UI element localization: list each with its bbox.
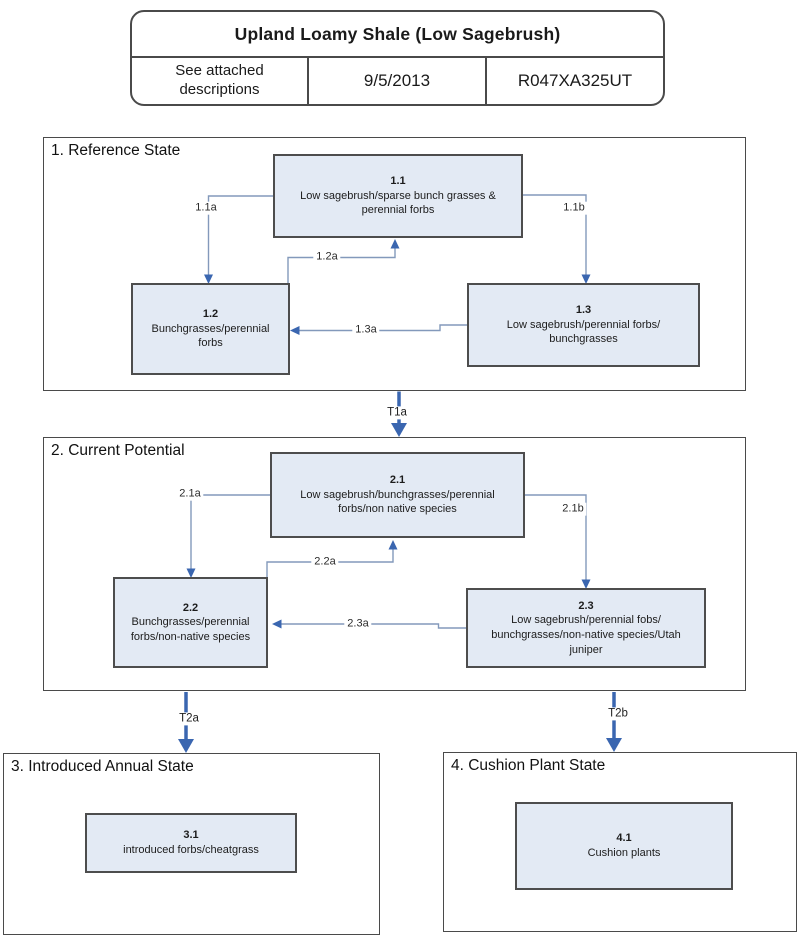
header-site-id: R047XA325UT — [517, 71, 633, 90]
transition-label-t2b: T2b — [605, 707, 631, 721]
community-code: 2.2 — [182, 601, 199, 614]
pathway-2-1b-arrow — [525, 494, 591, 589]
pathway-label-1-2a: 1.2a — [313, 250, 341, 264]
community-box-4-1: 4.1 Cushion plants — [515, 802, 733, 890]
pathway-label-2-3a: 2.3a — [344, 617, 372, 631]
section-label: 4. Cushion Plant State — [451, 757, 606, 774]
community-box-1-2: 1.2 Bunchgrasses/perennial forbs — [131, 283, 290, 375]
community-code: 3.1 — [183, 829, 199, 842]
section-label: 3. Introduced Annual State — [11, 758, 194, 775]
pathway-1-1b-arrow — [523, 194, 591, 284]
pathway-1-1a-arrow — [204, 195, 273, 284]
community-desc: Low sagebrush/bunchgrasses/perennial for… — [300, 488, 495, 516]
community-box-2-3: 2.3 Low sagebrush/perennial fobs/ bunchg… — [466, 588, 706, 668]
section-label: 2. Current Potential — [51, 442, 185, 459]
community-desc: introduced forbs/cheatgrass — [123, 844, 259, 856]
community-desc: Low sagebrush/perennial forbs/ bunchgras… — [506, 318, 661, 346]
community-desc: Bunchgrasses/perennial forbs — [151, 322, 270, 350]
community-box-2-2: 2.2 Bunchgrasses/perennial forbs/non-nat… — [113, 577, 268, 668]
pathway-label-2-2a: 2.2a — [311, 555, 339, 569]
community-box-1-1: 1.1 Low sagebrush/sparse bunch grasses &… — [273, 154, 523, 238]
community-desc: Low sagebrush/sparse bunch grasses & per… — [300, 189, 496, 217]
header-table: Upland Loamy Shale (Low Sagebrush) See a… — [130, 10, 665, 106]
community-box-2-1: 2.1 Low sagebrush/bunchgrasses/perennial… — [270, 452, 525, 538]
section-introduced-annual-state: 3. Introduced Annual State — [3, 753, 380, 935]
transition-label-t2a: T2a — [176, 712, 202, 726]
pathway-label-2-1a: 2.1a — [176, 487, 204, 501]
site-title: Upland Loamy Shale (Low Sagebrush) — [132, 12, 663, 58]
community-box-1-3: 1.3 Low sagebrush/perennial forbs/ bunch… — [467, 283, 700, 367]
transition-t2b-arrow — [606, 692, 622, 752]
transition-label-t1a: T1a — [384, 406, 410, 420]
community-code: 1.3 — [575, 304, 592, 317]
header-date: 9/5/2013 — [309, 58, 487, 104]
pathway-label-1-1a: 1.1a — [192, 201, 220, 215]
community-box-3-1: 3.1 introduced forbs/cheatgrass — [85, 813, 297, 873]
community-desc: Cushion plants — [587, 847, 661, 859]
community-code: 4.1 — [616, 832, 632, 845]
community-code: 1.1 — [390, 175, 406, 188]
section-current-potential: 2. Current Potential — [43, 437, 746, 691]
section-cushion-plant-state: 4. Cushion Plant State — [443, 752, 797, 932]
community-code: 2.3 — [578, 599, 594, 612]
community-code: 2.1 — [389, 474, 406, 487]
header-row: See attached descriptions 9/5/2013 R047X… — [132, 58, 663, 104]
community-code: 1.2 — [202, 308, 219, 321]
pathway-label-2-1b: 2.1b — [559, 502, 587, 516]
section-reference-state: 1. Reference State — [43, 137, 746, 391]
community-desc: Low sagebrush/perennial fobs/ bunchgrass… — [491, 614, 681, 656]
pathway-label-1-3a: 1.3a — [352, 323, 380, 337]
section-label: 1. Reference State — [51, 142, 181, 159]
community-desc: Bunchgrasses/perennial forbs/non-native … — [130, 616, 251, 643]
pathway-label-1-1b: 1.1b — [560, 201, 588, 215]
pathway-1-2a-arrow — [287, 239, 400, 283]
header-note: See attached descriptions — [132, 58, 309, 104]
